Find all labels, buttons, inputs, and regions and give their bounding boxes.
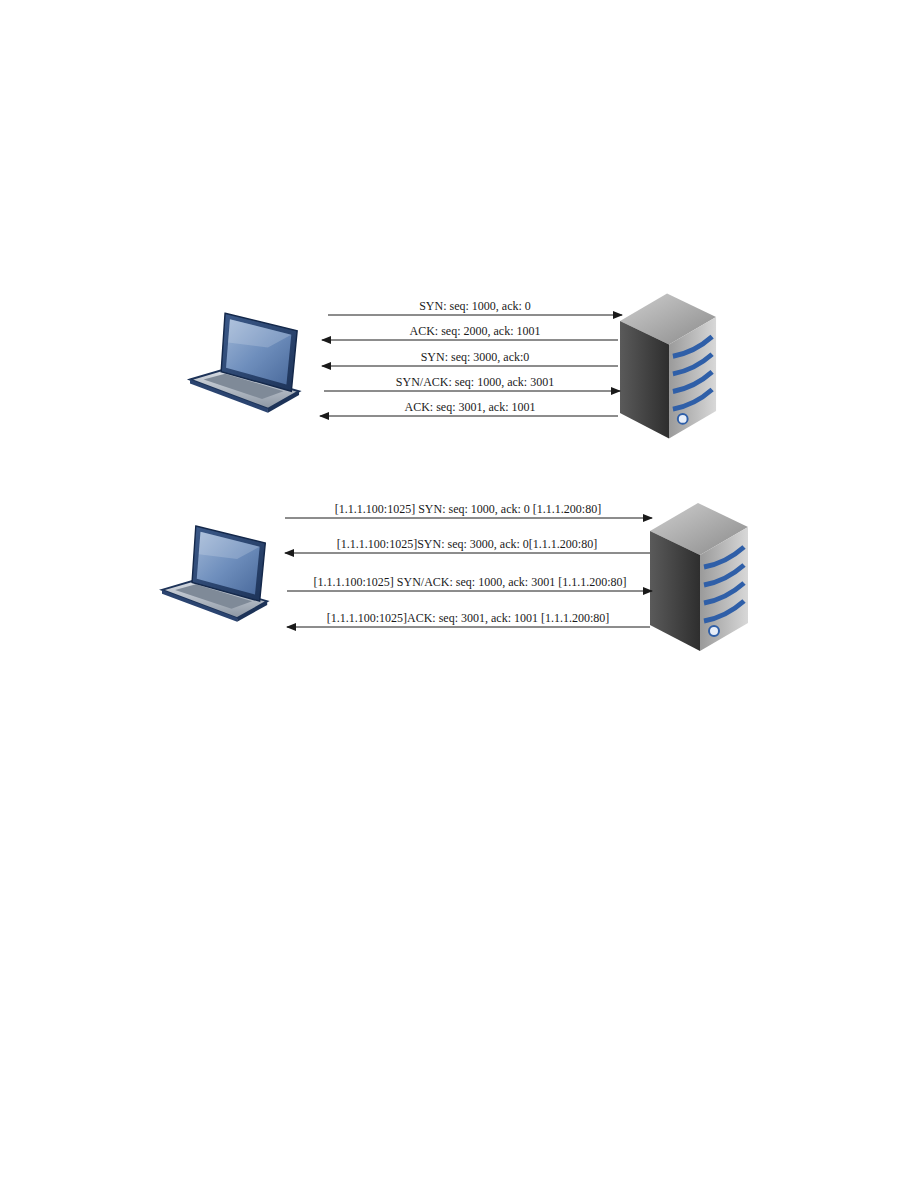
server-icon xyxy=(650,503,748,651)
message-arrow xyxy=(285,553,650,554)
message-arrow xyxy=(285,518,652,519)
message-label: SYN: seq: 3000, ack:0 xyxy=(419,350,532,364)
message-label: [1.1.1.100:1025] SYN: seq: 1000, ack: 0 … xyxy=(333,502,603,516)
message-arrow xyxy=(322,366,618,367)
message-arrow xyxy=(287,591,652,592)
message-arrow xyxy=(328,315,622,316)
message-label: [1.1.1.100:1025]ACK: seq: 3001, ack: 100… xyxy=(325,611,612,625)
message-label: SYN/ACK: seq: 1000, ack: 3001 xyxy=(394,375,556,389)
message-arrow xyxy=(322,340,618,341)
message-arrow xyxy=(320,416,618,417)
message-arrow xyxy=(287,627,650,628)
message-label: [1.1.1.100:1025]SYN: seq: 3000, ack: 0[1… xyxy=(335,537,599,551)
message-arrow xyxy=(324,391,620,392)
laptop-icon xyxy=(162,526,267,622)
message-label: ACK: seq: 3001, ack: 1001 xyxy=(403,400,538,414)
laptop-icon xyxy=(190,313,299,412)
message-label: ACK: seq: 2000, ack: 1001 xyxy=(408,324,543,338)
message-label: [1.1.1.100:1025] SYN/ACK: seq: 1000, ack… xyxy=(312,575,629,589)
message-label: SYN: seq: 1000, ack: 0 xyxy=(417,299,533,313)
server-icon xyxy=(620,294,716,439)
